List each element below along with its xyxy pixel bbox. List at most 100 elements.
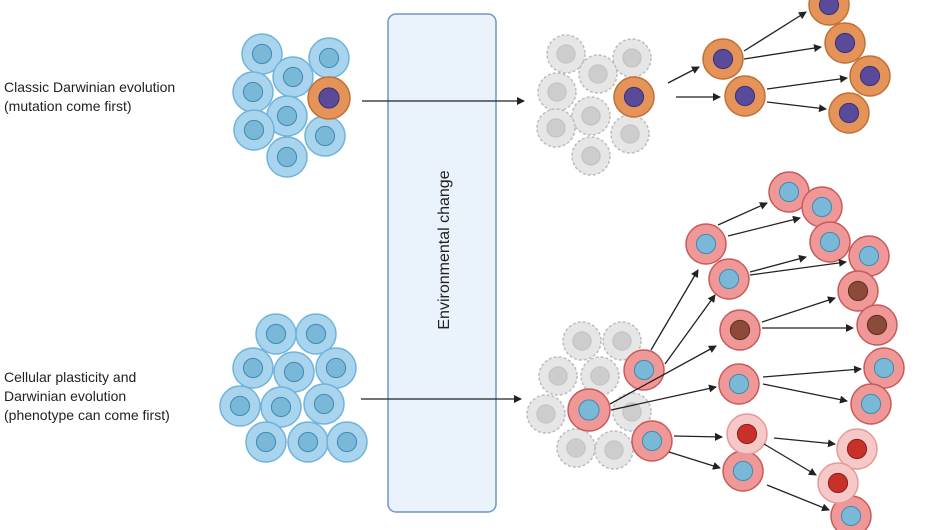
plastic-red-cell [631, 420, 673, 462]
dead-grey-cell [571, 96, 611, 136]
plastic-red-cell [809, 221, 851, 263]
cell-nucleus [859, 65, 881, 87]
arrow [673, 432, 723, 441]
blue-cell [255, 313, 297, 355]
mutant-orange-cell [724, 75, 766, 117]
dead-grey-cell [578, 54, 618, 94]
dead-grey-cell [612, 392, 652, 432]
dead-grey-cell [536, 108, 576, 148]
cells-layer [219, 0, 905, 530]
cell-nucleus [840, 505, 862, 527]
plasticity-label-line-3: (phenotype can come first) [4, 407, 170, 423]
plastic-red-cell-brown-nucleus [719, 309, 761, 351]
cell-nucleus [242, 357, 264, 379]
cell-nucleus [283, 361, 305, 383]
plasticity-label-line-1: Cellular plasticity and [4, 369, 137, 385]
arrow [610, 384, 717, 411]
cell-nucleus [866, 314, 888, 336]
dead-grey-cell [537, 72, 577, 112]
blue-cell [308, 37, 350, 79]
cell-nucleus [243, 119, 265, 141]
mutant-orange-cell [702, 38, 744, 80]
blue-cell [287, 421, 329, 463]
plastic-red-cell [850, 383, 892, 425]
arrow [773, 437, 836, 448]
blue-cell [266, 136, 308, 178]
cell-nucleus [581, 106, 601, 126]
cell-nucleus [251, 43, 273, 65]
arrow [762, 383, 848, 404]
cell-nucleus [728, 373, 750, 395]
dead-grey-cell [580, 356, 620, 396]
cell-nucleus [620, 124, 640, 144]
plastic-red-cell-brown-nucleus [837, 270, 879, 312]
blue-cell [241, 33, 283, 75]
cell-nucleus [622, 402, 642, 422]
cell-nucleus [641, 430, 663, 452]
cell-nucleus [581, 146, 601, 166]
cell-nucleus [732, 460, 754, 482]
cell-nucleus [860, 393, 882, 415]
mutant-orange-cell [824, 22, 866, 64]
blue-cell [233, 109, 275, 151]
blue-cell [295, 313, 337, 355]
arrow [650, 269, 699, 351]
cell-nucleus [827, 472, 849, 494]
blue-cell [326, 421, 368, 463]
arrow [762, 365, 862, 378]
cell-nucleus [712, 48, 734, 70]
cell-nucleus [276, 146, 298, 168]
blue-cell [304, 115, 346, 157]
cell-nucleus [556, 44, 576, 64]
dead-grey-cell [526, 394, 566, 434]
cell-nucleus [566, 438, 586, 458]
arrow [766, 484, 830, 512]
classic-label-line-1: Classic Darwinian evolution [4, 79, 176, 95]
cell-nucleus [847, 280, 869, 302]
plastic-red-cell [830, 495, 872, 530]
plastic-red-cell [708, 258, 750, 300]
plastic-red-cell [623, 349, 665, 391]
mutant-orange-cell [828, 92, 870, 134]
blue-cell [273, 351, 315, 393]
cell-nucleus [846, 438, 868, 460]
dead-grey-cell [610, 114, 650, 154]
plastic-light-red-cell [817, 462, 859, 504]
dead-grey-cell [538, 356, 578, 396]
cell-nucleus [578, 399, 600, 421]
arrow [743, 11, 807, 52]
cell-nucleus [305, 323, 327, 345]
arrow [761, 296, 836, 323]
cell-nucleus [229, 395, 251, 417]
arrow [749, 254, 807, 273]
environmental-change-box [387, 13, 497, 513]
plastic-red-cell [718, 363, 760, 405]
cell-nucleus [778, 181, 800, 203]
blue-cell [260, 386, 302, 428]
cell-nucleus [590, 366, 610, 386]
cell-nucleus [736, 423, 758, 445]
blue-cell [232, 347, 274, 389]
cell-nucleus [536, 404, 556, 424]
plastic-red-cell [768, 171, 810, 213]
arrow [766, 101, 827, 113]
cell-nucleus [547, 82, 567, 102]
plastic-red-cell [685, 223, 727, 265]
cell-nucleus [834, 32, 856, 54]
cell-nucleus [695, 233, 717, 255]
mutant-orange-cell [849, 55, 891, 97]
blue-cell [303, 383, 345, 425]
cellular-plasticity-label: Cellular plasticity and Darwinian evolut… [4, 368, 170, 425]
cell-nucleus [734, 85, 756, 107]
plastic-light-red-cell [726, 413, 768, 455]
plastic-red-cell [567, 388, 611, 432]
arrow [743, 44, 822, 60]
plastic-red-cell-brown-nucleus [856, 304, 898, 346]
cell-nucleus [729, 319, 751, 341]
blue-cell [232, 71, 274, 113]
cell-nucleus [325, 357, 347, 379]
dead-grey-cell [546, 34, 586, 74]
cell-nucleus [313, 393, 335, 415]
classic-darwinian-label: Classic Darwinian evolution (mutation co… [4, 78, 175, 116]
